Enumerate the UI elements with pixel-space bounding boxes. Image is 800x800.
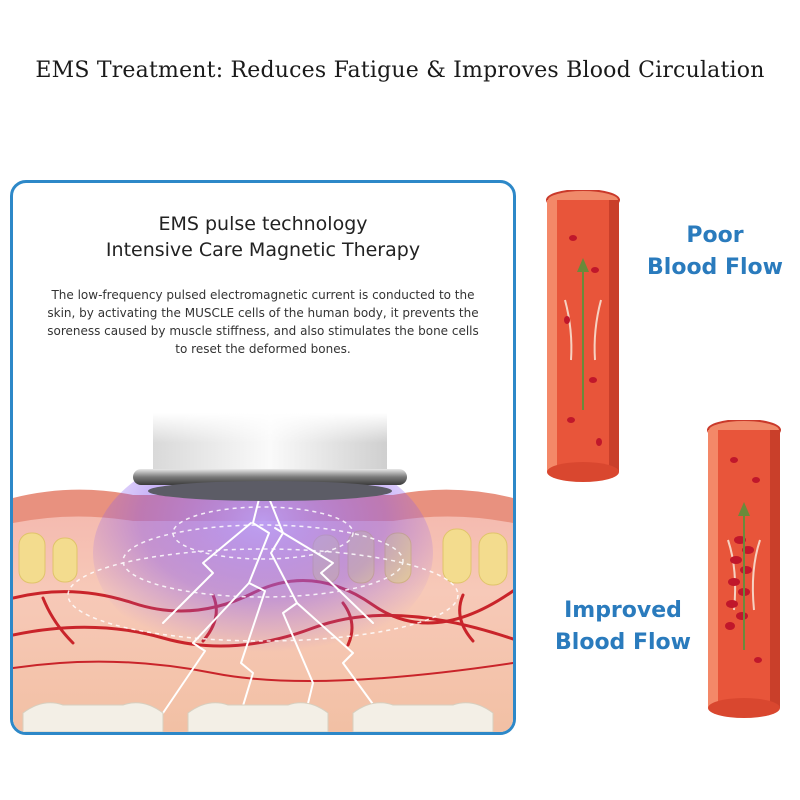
headline: EMS Treatment: Reduces Fatigue & Improve… [35, 58, 765, 83]
ems-info-panel: EMS pulse technology Intensive Care Magn… [10, 180, 516, 735]
improved-label-line2: Blood Flow [555, 630, 691, 655]
poor-blood-flow-label: Poor Blood Flow [640, 220, 790, 284]
ems-device-ring [133, 469, 407, 485]
panel-title-line1: EMS pulse technology [158, 213, 368, 235]
improved-blood-flow-vessel [707, 420, 781, 718]
poor-label-line2: Blood Flow [647, 255, 783, 280]
ems-device-head [148, 481, 392, 501]
poor-blood-flow-vessel [546, 190, 620, 482]
lightning-bolts [162, 482, 384, 732]
valve-lines [564, 299, 602, 361]
improved-label-line1: Improved [564, 598, 682, 623]
ems-device-skin-illustration [13, 413, 513, 732]
panel-description: The low-frequency pulsed electromagnetic… [47, 288, 479, 356]
blood-cells [564, 235, 602, 446]
electric-rings [67, 506, 459, 642]
poor-label-line1: Poor [686, 223, 744, 248]
improved-blood-flow-label: Improved Blood Flow [548, 595, 698, 659]
bones [22, 702, 494, 732]
panel-title-line2: Intensive Care Magnetic Therapy [105, 239, 421, 261]
